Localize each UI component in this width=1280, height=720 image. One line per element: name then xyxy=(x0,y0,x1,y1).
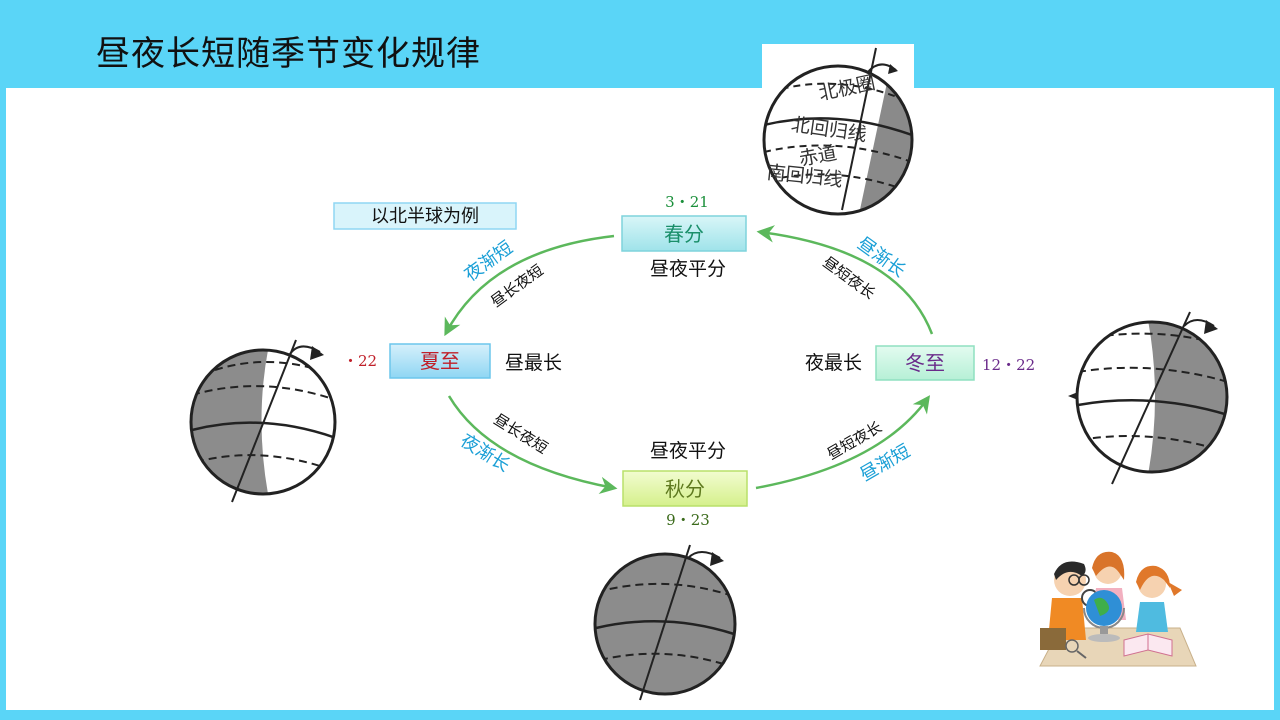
trend-autumn-to-winter: 昼渐短 xyxy=(857,441,914,486)
arrow-spring-to-summer xyxy=(444,234,615,337)
arrow-summer-to-autumn xyxy=(447,395,618,495)
slide-title: 昼夜长短随季节变化规律 xyxy=(96,34,481,74)
date-summer: ・22 xyxy=(343,352,377,370)
date-autumn: 9・23 xyxy=(666,511,710,529)
node-spring-label: 春分 xyxy=(664,222,704,246)
node-winter-label: 冬至 xyxy=(905,351,945,375)
node-autumn-label: 秋分 xyxy=(665,477,705,501)
note-box xyxy=(333,202,517,230)
node-spring: 春分 xyxy=(621,215,747,252)
kids-with-globe-illustration xyxy=(1039,551,1197,667)
desc-winter: 夜最长 xyxy=(805,352,862,374)
note-text: 以北半球为例 xyxy=(371,206,479,227)
globe-winter-icon xyxy=(1068,311,1229,485)
trend-spring-to-summer: 夜渐短 xyxy=(461,237,517,286)
desc-summer: 昼最长 xyxy=(505,352,562,374)
globe-summer-icon xyxy=(189,339,337,503)
node-autumn: 秋分 xyxy=(622,470,748,507)
node-summer-label: 夏至 xyxy=(420,349,460,373)
trend-winter-to-spring: 昼渐长 xyxy=(853,233,909,282)
arrow-winter-to-spring xyxy=(756,225,934,335)
desc-autumn: 昼夜平分 xyxy=(650,440,726,462)
node-summer: 夏至 xyxy=(389,343,491,379)
desc-spring: 昼夜平分 xyxy=(650,258,726,280)
arrow-autumn-to-winter xyxy=(755,395,931,490)
node-winter: 冬至 xyxy=(875,345,975,381)
date-winter: 12・22 xyxy=(982,356,1035,374)
globe-top-icon: 北极圈 北回归线 赤道 南回归线 xyxy=(762,47,914,216)
date-spring: 3・21 xyxy=(665,193,709,211)
globe-autumn-icon xyxy=(593,544,737,701)
